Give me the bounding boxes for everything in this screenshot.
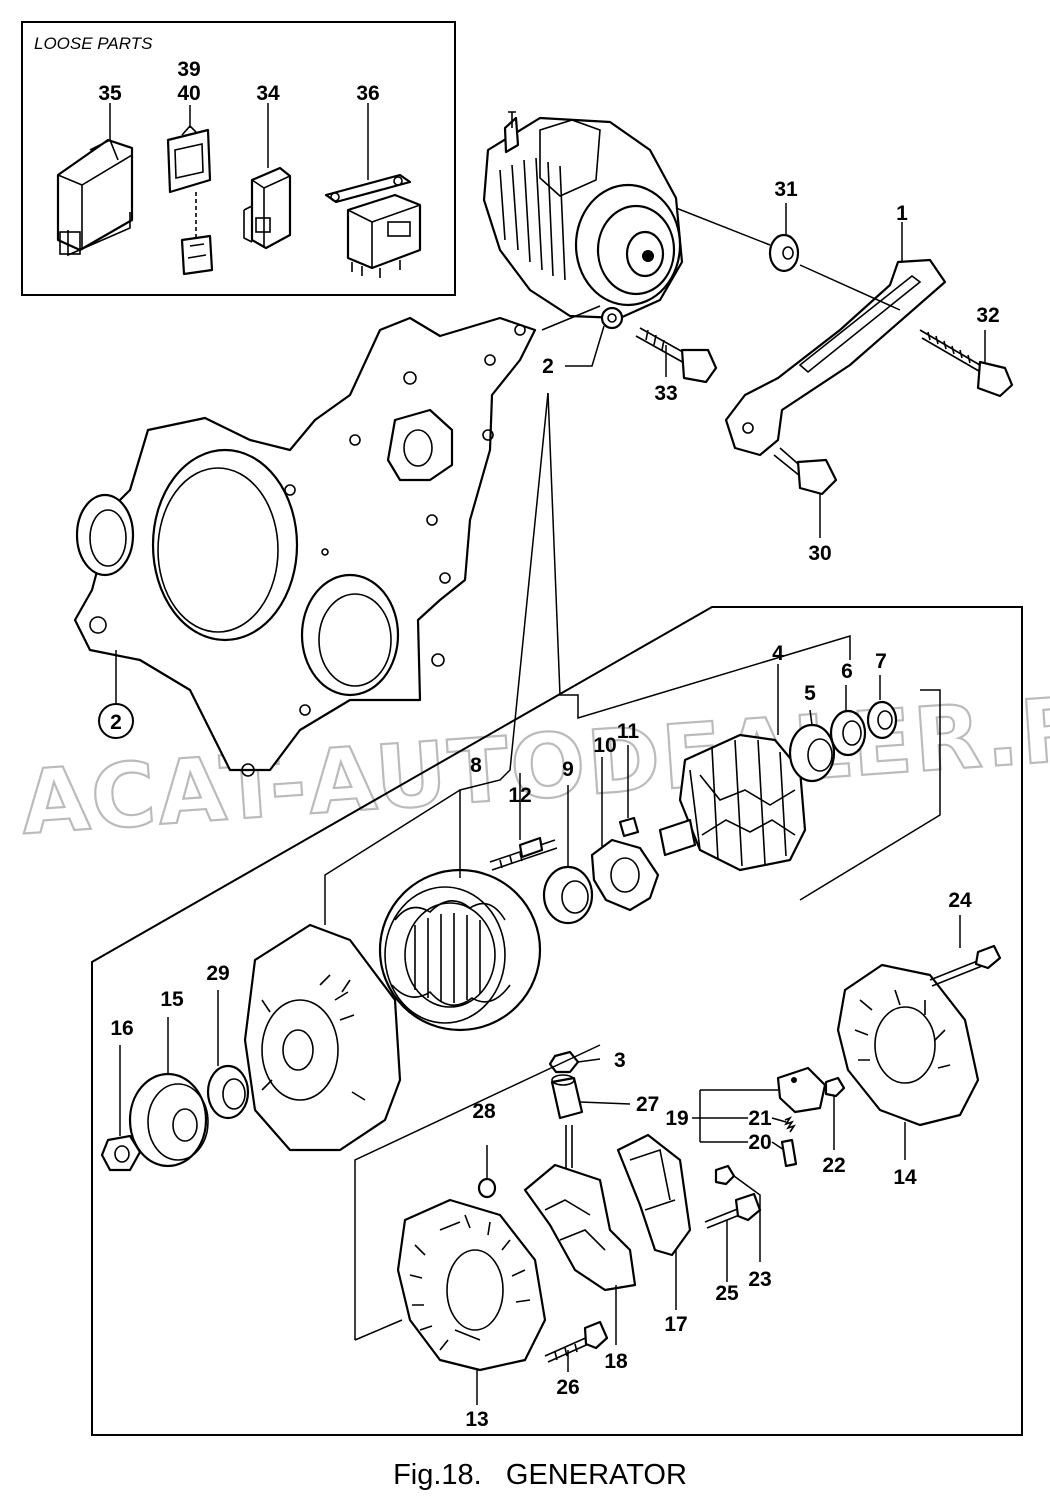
part-29-bearing <box>206 1064 250 1120</box>
callout-31: 31 <box>774 178 798 201</box>
part-23-nut <box>714 1164 736 1186</box>
part-36-relay <box>324 173 422 278</box>
part-18-rectifier <box>523 1125 637 1292</box>
part-7-ring <box>866 700 898 740</box>
callout-40: 40 <box>177 82 200 105</box>
part-11-screw <box>618 816 640 838</box>
callout-24: 24 <box>948 889 972 912</box>
part-32-bolt <box>919 329 1014 398</box>
callout-18: 18 <box>604 1350 628 1373</box>
part-4-rotor <box>658 733 807 872</box>
callout-8: 8 <box>470 754 482 777</box>
callout-4: 4 <box>772 642 784 665</box>
callout-39: 39 <box>177 58 200 81</box>
generator-assembly <box>482 111 684 330</box>
callout-labels: 35 39 40 34 36 31 1 32 2 33 30 2 4 5 6 7… <box>98 58 999 1431</box>
callout-6: 6 <box>841 660 853 683</box>
part-12-stud <box>489 836 558 871</box>
part-27-bushing <box>550 1074 584 1120</box>
callout-5: 5 <box>804 682 816 705</box>
exploded-view-frame <box>91 606 1023 1436</box>
part-13-rear-frame <box>396 1198 547 1372</box>
callout-29: 29 <box>206 962 229 985</box>
callout-11: 11 <box>617 720 640 743</box>
leader-lines <box>115 203 986 1405</box>
watermark-text: ACAT-AUTODEALER.RU <box>18 672 1050 855</box>
callout-22: 22 <box>822 1154 845 1177</box>
part-2-gear-case <box>73 316 537 777</box>
loose-parts-box: LOOSE PARTS <box>21 21 456 296</box>
part-9-bearing <box>542 865 594 925</box>
drive-end-frame <box>243 923 402 1152</box>
part-1-bracket <box>724 258 947 457</box>
part-22-nut <box>824 1076 846 1098</box>
part-35-relay <box>56 138 134 257</box>
callout-35: 35 <box>98 82 122 105</box>
callout-17: 17 <box>664 1313 687 1336</box>
callout-33: 33 <box>654 382 677 405</box>
part-15-pulley <box>128 1072 209 1168</box>
callout-30: 30 <box>808 542 831 565</box>
part-14-rear-cover <box>836 963 980 1127</box>
callout-21: 21 <box>748 1107 772 1130</box>
part-20-brush <box>780 1138 798 1168</box>
part-34-connector <box>243 166 292 250</box>
part-39-40-sensor <box>166 124 214 276</box>
callout-16: 16 <box>110 1017 133 1040</box>
part-16-nut <box>100 1134 142 1172</box>
callout-1: 1 <box>896 202 908 225</box>
part-19-brush-holder <box>776 1066 827 1114</box>
callout-25: 25 <box>715 1282 739 1305</box>
callout-28: 28 <box>472 1100 496 1123</box>
callout-3: 3 <box>614 1049 626 1072</box>
part-25-bolt <box>704 1192 762 1229</box>
callout-20: 20 <box>748 1131 771 1154</box>
part-30-bolt <box>773 447 838 496</box>
part-10-plate <box>590 838 660 912</box>
part-21-spring <box>784 1116 796 1133</box>
callout-12: 12 <box>508 784 531 807</box>
callout-circle-2 <box>98 703 134 739</box>
callout-26: 26 <box>556 1376 579 1399</box>
callout-32: 32 <box>976 304 999 327</box>
part-31-spacer <box>768 233 800 273</box>
callout-23: 23 <box>748 1268 771 1291</box>
callout-2-circled: 2 <box>110 711 122 734</box>
callout-2-upper: 2 <box>542 355 554 378</box>
part-5-bearing <box>788 723 836 783</box>
part-26-bolt <box>544 1320 609 1363</box>
callout-10: 10 <box>593 734 616 757</box>
figure-caption: Fig.18. GENERATOR <box>393 1459 687 1491</box>
callout-13: 13 <box>465 1408 488 1431</box>
callout-15: 15 <box>160 988 184 1011</box>
part-8-stator <box>378 868 542 1032</box>
loose-parts-title: LOOSE PARTS <box>34 34 153 53</box>
callout-9: 9 <box>562 758 574 781</box>
part-33-bolt <box>635 327 718 384</box>
callout-19: 19 <box>665 1107 688 1130</box>
part-24-bolt <box>929 944 1002 987</box>
part-17-regulator <box>616 1133 692 1257</box>
callout-36: 36 <box>356 82 379 105</box>
callout-27: 27 <box>636 1093 659 1116</box>
part-6-ring <box>829 709 867 757</box>
callout-7: 7 <box>875 650 887 673</box>
callout-34: 34 <box>256 82 280 105</box>
callout-14: 14 <box>893 1166 917 1189</box>
part-28-nut <box>477 1177 497 1199</box>
